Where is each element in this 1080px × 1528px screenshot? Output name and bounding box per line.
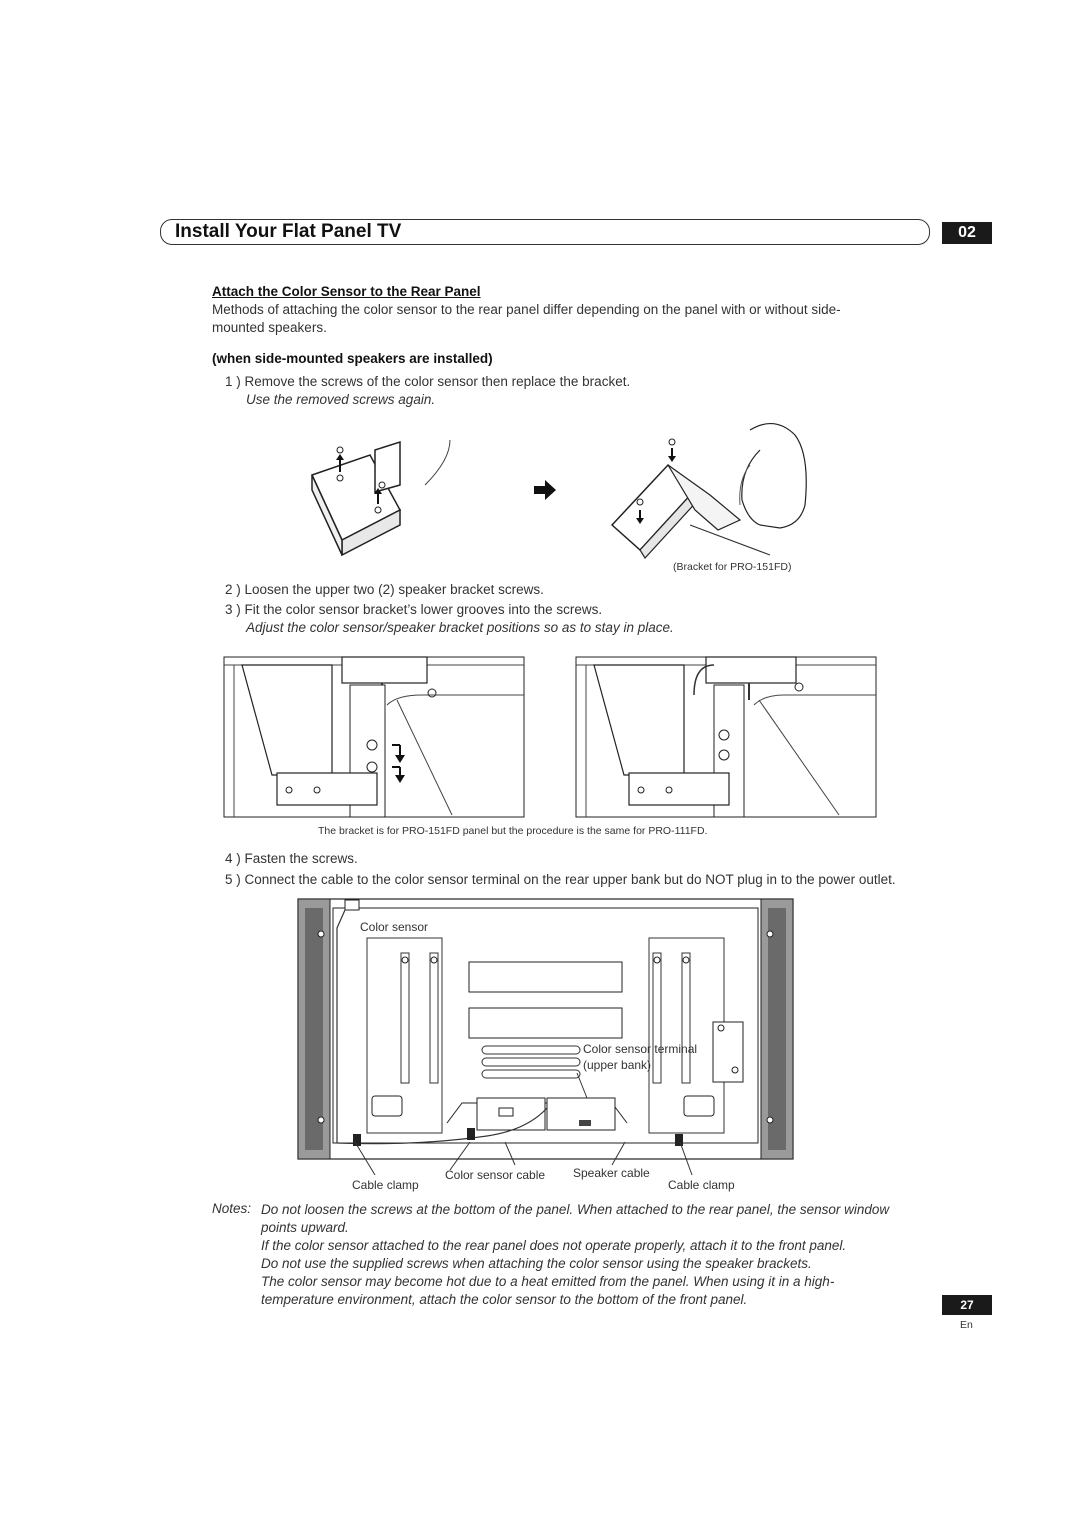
language-label: En bbox=[960, 1319, 973, 1331]
note-3: Do not use the supplied screws when atta… bbox=[261, 1256, 812, 1271]
intro-line-1: Methods of attaching the color sensor to… bbox=[212, 302, 841, 317]
label-cable-clamp-left: Cable clamp bbox=[352, 1178, 419, 1192]
label-color-sensor-cable: Color sensor cable bbox=[445, 1168, 546, 1182]
step-5: 5 ) Connect the cable to the color senso… bbox=[225, 872, 896, 887]
subheading: (when side-mounted speakers are installe… bbox=[212, 351, 493, 366]
note-1-line-1: Do not loosen the screws at the bottom o… bbox=[261, 1202, 890, 1217]
step-1-note: Use the removed screws again. bbox=[246, 392, 436, 407]
step-3-note: Adjust the color sensor/speaker bracket … bbox=[246, 620, 674, 635]
page-number: 27 bbox=[942, 1295, 992, 1315]
step-4: 4 ) Fasten the screws. bbox=[225, 851, 358, 866]
bracket-fit-left-illustration bbox=[223, 656, 525, 818]
intro-line-2: mounted speakers. bbox=[212, 320, 327, 335]
bracket-fit-right-illustration bbox=[575, 656, 877, 818]
rear-panel-diagram bbox=[297, 898, 794, 1160]
label-speaker-cable: Speaker cable bbox=[573, 1166, 650, 1180]
bracket-caption: (Bracket for PRO-151FD) bbox=[673, 561, 792, 573]
step-1: 1 ) Remove the screws of the color senso… bbox=[225, 374, 631, 389]
page-title: Install Your Flat Panel TV bbox=[175, 221, 402, 242]
label-terminal-2: (upper bank) bbox=[583, 1058, 652, 1072]
chapter-badge: 02 bbox=[942, 222, 992, 244]
procedure-caption: The bracket is for PRO-151FD panel but t… bbox=[318, 825, 708, 837]
section-heading: Attach the Color Sensor to the Rear Pane… bbox=[212, 284, 481, 299]
label-terminal-1: Color sensor terminal bbox=[583, 1042, 698, 1056]
sensor-bracket-left-illustration bbox=[310, 439, 451, 557]
note-1-line-2: points upward. bbox=[261, 1220, 349, 1235]
sensor-bracket-right-illustration bbox=[610, 423, 807, 559]
replace-arrow-icon bbox=[534, 480, 556, 500]
note-2: If the color sensor attached to the rear… bbox=[261, 1238, 847, 1253]
step-3: 3 ) Fit the color sensor bracket’s lower… bbox=[225, 602, 603, 617]
label-color-sensor: Color sensor bbox=[360, 920, 429, 934]
note-4-line-2: temperature environment, attach the colo… bbox=[261, 1292, 748, 1307]
callout-lines bbox=[354, 1141, 693, 1176]
header-bar bbox=[160, 219, 930, 245]
label-cable-clamp-right: Cable clamp bbox=[668, 1178, 735, 1192]
notes-label: Notes: bbox=[212, 1201, 252, 1216]
note-4-line-1: The color sensor may become hot due to a… bbox=[261, 1274, 835, 1289]
step-2: 2 ) Loosen the upper two (2) speaker bra… bbox=[225, 582, 544, 597]
